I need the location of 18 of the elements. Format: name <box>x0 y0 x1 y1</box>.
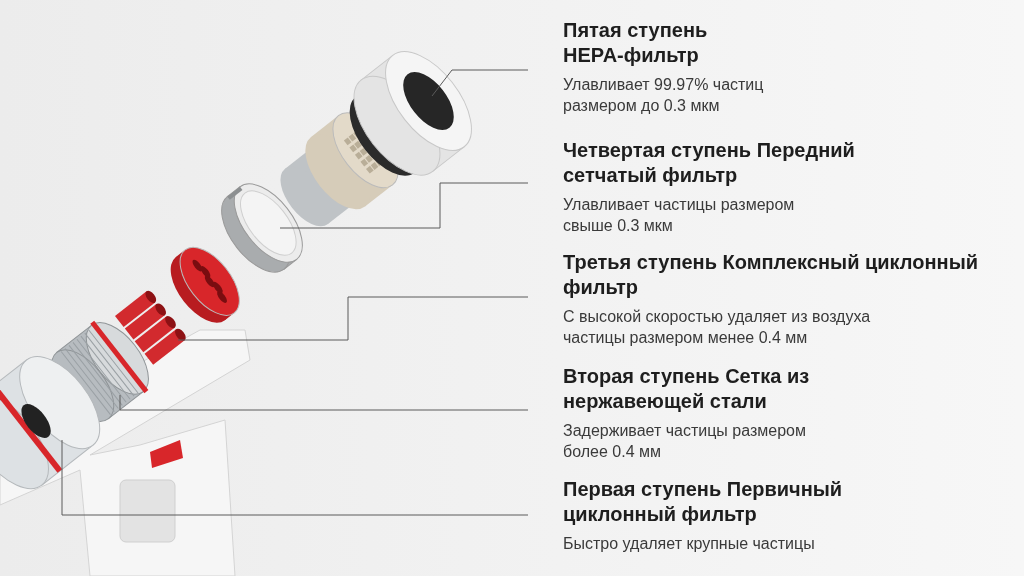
step-heading: Пятая ступень HEPA-фильтр <box>563 18 709 68</box>
leader-line <box>119 394 529 411</box>
hepa-filter-drawing <box>280 51 472 227</box>
step-description: Задерживает частицы размером более 0.4 мм <box>563 421 807 462</box>
leader-line <box>61 439 529 516</box>
leader-line <box>177 296 529 341</box>
leader-line <box>279 182 529 229</box>
step-heading: Третья ступень Комплексный циклонный фильтр <box>563 250 980 300</box>
step-description: С высокой скоростью удаляет из воздуха частицы размером менее 0.4 мм <box>563 307 872 348</box>
disc-filter-drawing <box>221 183 303 273</box>
step-heading: Вторая ступень Сетка из нержавеющей стали <box>563 364 811 414</box>
dust-bin-drawing <box>0 356 101 490</box>
step-description: Улавливает 99.97% частиц размером до 0.3 мкм <box>563 75 765 116</box>
step-heading: Четвертая ступень Передний сетчатый фильтр <box>563 138 856 188</box>
step-heading: Первая ступень Первичный циклонный фильтр <box>563 477 844 527</box>
step-description: Быстро удаляет крупные частицы <box>563 534 816 554</box>
step-description: Улавливает частицы размером свыше 0.3 мкм <box>563 195 796 236</box>
leader-line <box>431 69 529 97</box>
